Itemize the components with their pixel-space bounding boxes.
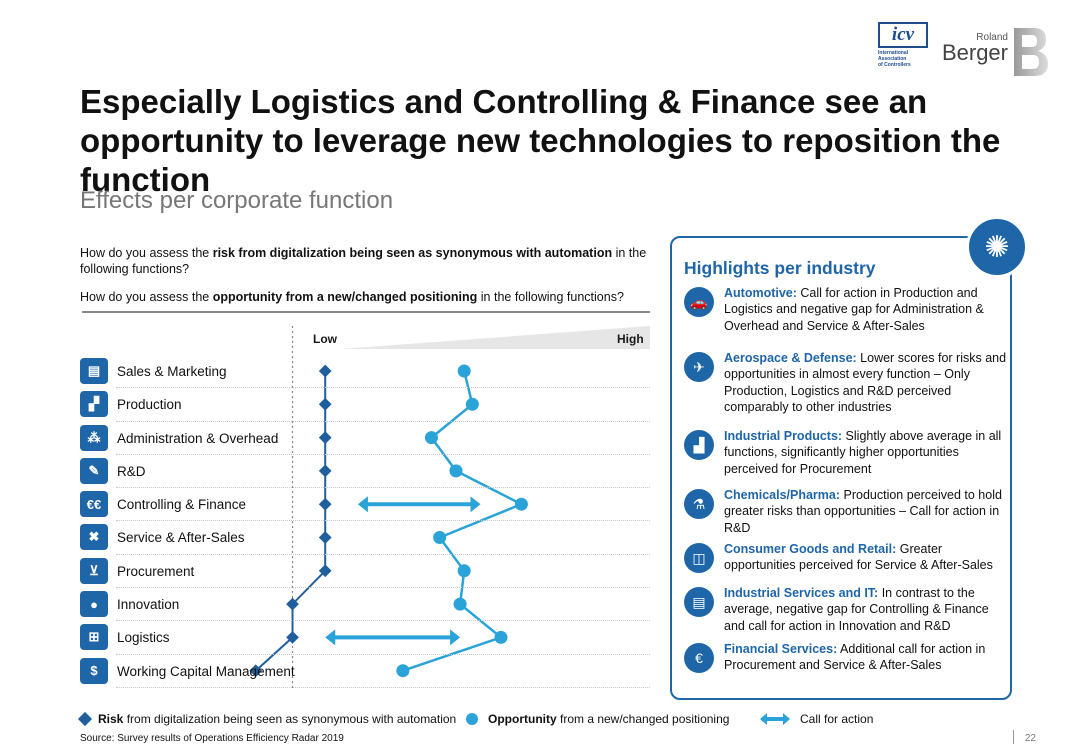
scale-low-label: Low [313,332,337,346]
highlight-body: Lower scores for risks and opportunities… [724,351,1007,414]
rb-logo-small: Roland [976,32,1008,43]
legend-opportunity: Opportunity from a new/changed positioni… [466,712,729,726]
euro-icon: €€ [80,491,108,518]
tools-icon: ✖ [80,524,108,551]
highlight-text: Automotive: Call for action in Productio… [724,285,1009,334]
function-label: Administration & Overhead [117,430,279,446]
highlight-industry: Financial Services: [724,642,838,656]
euro-coin-icon: € [684,643,714,673]
highlights-title: Highlights per industry [684,258,876,278]
highlight-industry: Chemicals/Pharma: [724,488,841,502]
highlight-body: Production perceived to hold greater ris… [724,488,1002,535]
highlight-industry: Industrial Services and IT: [724,586,879,600]
roland-berger-logo: Roland Berger [942,26,1050,76]
function-row: ▤ Sales & Marketing [80,355,650,389]
document-icon: ▤ [684,587,714,617]
function-label: Logistics [117,630,170,646]
question-risk: How do you assess the risk from digitali… [80,246,647,276]
question-opportunity: How do you assess the opportunity from a… [80,290,624,304]
row-divider [116,587,650,589]
function-label: Working Capital Management [117,663,295,679]
row-divider [116,520,650,522]
bag-icon: ◫ [684,543,714,573]
row-divider [116,387,650,389]
car-icon: 🚗 [684,287,714,317]
pencil-icon: ✎ [80,457,108,484]
page-number-divider [1013,730,1014,744]
question-divider [82,311,650,313]
flask-icon: ⚗ [684,489,714,519]
icv-logo-mark: icv [878,22,928,48]
plane-icon: ✈ [684,352,714,382]
highlights-panel [670,236,1012,700]
row-divider [116,553,650,555]
double-arrow-icon [760,713,790,725]
row-divider [116,487,650,489]
sales-icon: ▤ [80,358,108,384]
function-row: ▞ Production [80,388,650,422]
highlight-text: Aerospace & Defense: Lower scores for ri… [724,350,1009,415]
page-number: 22 [1024,733,1036,744]
function-list: ▤ Sales & Marketing ▞ Production ⁂ Administra… [80,355,650,688]
bulb-icon: ● [80,591,108,618]
logo-area: icv International Association of Control… [854,18,1054,76]
function-row: ● Innovation [80,588,650,622]
scale-high-label: High [617,332,644,346]
logistics-icon: ⊞ [80,624,108,651]
highlight-industry: Aerospace & Defense: [724,351,857,365]
rb-b-icon [1014,28,1048,76]
row-divider [116,620,650,622]
function-label: Sales & Marketing [117,364,227,379]
money-icon: $ [80,657,108,684]
row-divider [116,653,650,655]
function-label: Procurement [117,563,195,579]
row-divider [116,453,650,455]
legend-risk: Risk from digitalization being seen as s… [77,711,456,727]
legend-call-for-action: Call for action [760,712,873,726]
source-note: Source: Survey results of Operations Eff… [80,733,344,744]
function-row: €€ Controlling & Finance [80,488,650,522]
function-label: Production [117,397,182,413]
function-label: Service & After-Sales [117,530,245,546]
function-row: ⊻ Procurement [80,555,650,589]
icv-logo: icv International Association of Control… [878,22,944,68]
highlight-body: Greater opportunities perceived for Serv… [724,542,993,573]
highlight-text: Industrial Services and IT: In contrast … [724,585,1009,634]
scale-wedge [340,326,650,349]
icv-logo-subtext: International Association of Controllers [878,50,911,68]
highlight-text: Financial Services: Additional call for … [724,641,1009,674]
row-divider [116,420,650,422]
factory-icon: ▞ [80,391,108,418]
function-row: $ Working Capital Management [80,655,650,688]
highlight-body: Additional call for action in Procuremen… [724,642,986,673]
highlight-body: In contrast to the average, negative gap… [724,586,989,633]
highlight-text: Industrial Products: Slightly above aver… [724,428,1009,477]
highlight-text: Chemicals/Pharma: Production perceived t… [724,487,1009,536]
industry-icon: ▟ [684,430,714,460]
highlight-industry: Automotive: [724,286,797,300]
cart-icon: ⊻ [80,557,108,584]
award-badge-icon: ✺ [966,216,1028,278]
function-label: R&D [117,463,146,479]
function-label: Controlling & Finance [117,497,247,513]
page-title: Especially Logistics and Controlling & F… [80,83,1001,198]
function-row: ✎ R&D [80,455,650,489]
row-divider [116,686,650,688]
function-row: ⊞ Logistics [80,621,650,655]
page-subtitle: Effects per corporate function [80,187,394,214]
people-icon: ⁂ [80,424,108,451]
highlight-industry: Consumer Goods and Retail: [724,542,897,556]
rb-logo-big: Berger [941,40,1008,65]
function-row: ✖ Service & After-Sales [80,521,650,555]
risk-diamond-icon [77,711,93,727]
highlight-industry: Industrial Products: [724,429,843,443]
highlight-body: Slightly above average in all functions,… [724,429,1002,476]
function-label: Innovation [117,597,180,613]
function-row: ⁂ Administration & Overhead [80,422,650,455]
highlight-text: Consumer Goods and Retail: Greater oppor… [724,541,1009,574]
highlight-body: Call for action in Production and Logist… [724,286,984,333]
opportunity-dot-icon [466,713,478,725]
